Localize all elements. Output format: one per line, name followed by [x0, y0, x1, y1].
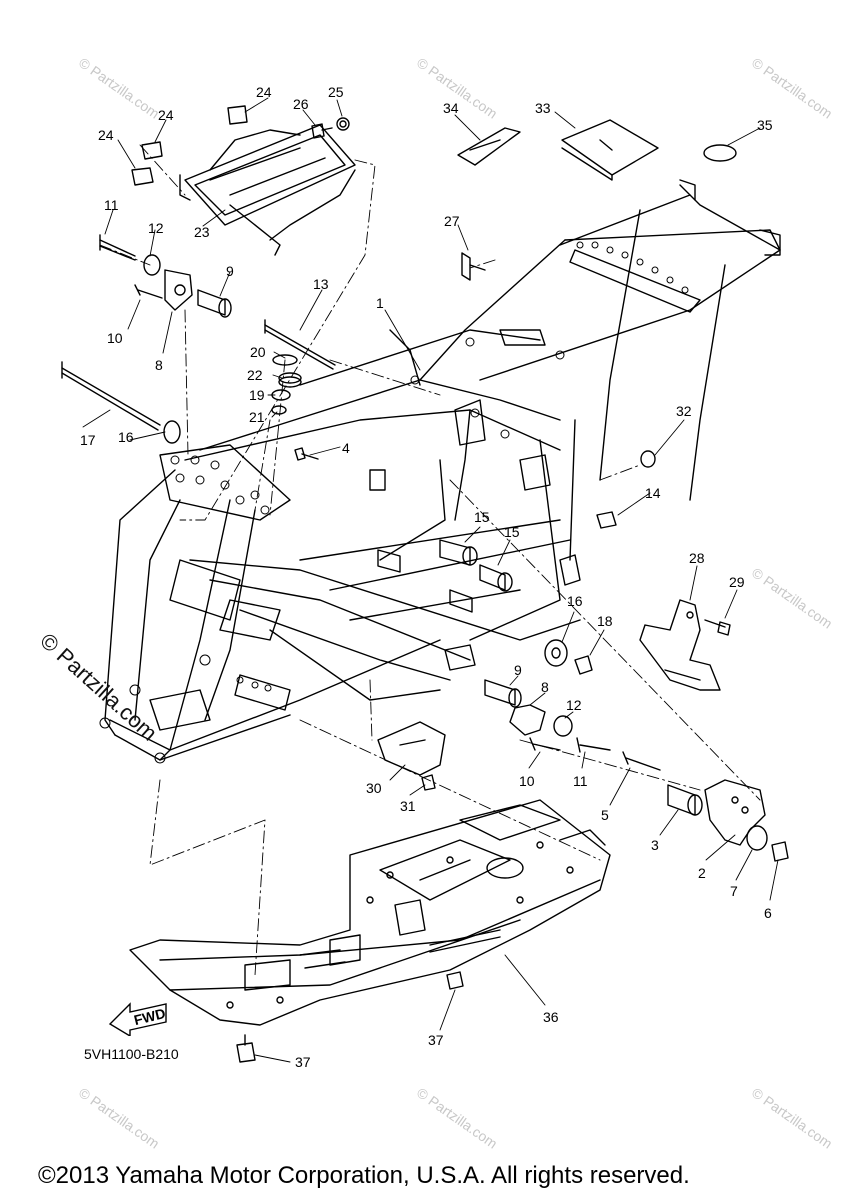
bracket-28 [639, 599, 721, 691]
callout-2: 2 [698, 865, 706, 881]
copyright-notice: ©2013 Yamaha Motor Corporation, U.S.A. A… [38, 1162, 690, 1189]
callout-10-right: 10 [519, 773, 535, 789]
callout-12-top: 12 [148, 220, 164, 236]
callout-4: 4 [342, 440, 350, 456]
callout-24-top: 24 [256, 84, 272, 100]
callout-28: 28 [689, 550, 705, 566]
clips-24 [131, 105, 248, 186]
washer-16-nut-18 [544, 639, 593, 675]
callout-19: 19 [249, 387, 265, 403]
engine-mount-2-3-5-6-7 [622, 751, 789, 862]
callout-5: 5 [601, 807, 609, 823]
forward-arrow-icon: FWD [108, 1002, 167, 1036]
callout-29: 29 [729, 574, 745, 590]
leader-lines [82, 97, 779, 1063]
callout-15-right: 15 [504, 524, 520, 540]
callout-21: 21 [249, 409, 265, 425]
callout-8-top: 8 [155, 357, 163, 373]
callout-33: 33 [535, 100, 551, 116]
rack-bracket-23 [179, 124, 356, 256]
callout-27: 27 [444, 213, 460, 229]
manual-34 [457, 127, 521, 166]
callout-12-right: 12 [566, 697, 582, 713]
rear-mount-hardware [377, 450, 656, 613]
callout-36: 36 [543, 1009, 559, 1025]
callout-8-right: 8 [541, 679, 549, 695]
callout-16-right: 16 [567, 593, 583, 609]
bracket-27 [461, 252, 486, 281]
fwd-label: FWD [132, 1005, 167, 1028]
screw-26-nut-25 [311, 117, 350, 139]
diagram-part-code: 5VH1100-B210 [84, 1046, 179, 1062]
envelope-33 [561, 119, 659, 181]
callout-7: 7 [730, 883, 738, 899]
bracket-30 [377, 721, 446, 791]
callout-31: 31 [400, 798, 416, 814]
main-frame [104, 179, 781, 761]
reference-lines [99, 144, 761, 976]
callout-23: 23 [194, 224, 210, 240]
callout-14: 14 [645, 485, 661, 501]
callout-6: 6 [764, 905, 772, 921]
front-mount-hardware [61, 234, 336, 461]
callout-1: 1 [376, 295, 384, 311]
bolts-37 [236, 971, 464, 1063]
callout-22: 22 [247, 367, 263, 383]
callout-34: 34 [443, 100, 459, 116]
callout-37-right: 37 [428, 1032, 444, 1048]
callout-9-right: 9 [514, 662, 522, 678]
o-ring-35 [703, 144, 737, 162]
callout-9-top: 9 [226, 263, 234, 279]
callout-16-left: 16 [118, 429, 134, 445]
callout-18: 18 [597, 613, 613, 629]
callout-20: 20 [250, 344, 266, 360]
callout-30: 30 [366, 780, 382, 796]
skid-plate-36 [129, 799, 611, 1026]
callout-35: 35 [757, 117, 773, 133]
callout-37-bottom: 37 [295, 1054, 311, 1070]
callout-10-top: 10 [107, 330, 123, 346]
callout-11-right: 11 [573, 773, 588, 789]
bolt-29 [704, 619, 731, 636]
callout-32: 32 [676, 403, 692, 419]
callout-24-mid: 24 [158, 107, 174, 123]
callout-26: 26 [293, 96, 309, 112]
callout-15-left: 15 [474, 509, 490, 525]
callout-24-left: 24 [98, 127, 114, 143]
callout-17: 17 [80, 432, 96, 448]
callout-25: 25 [328, 84, 344, 100]
callout-3: 3 [651, 837, 659, 853]
frame-holes [99, 241, 689, 764]
callout-11-top: 11 [104, 197, 119, 213]
callout-13: 13 [313, 276, 329, 292]
callout-labels: 1 2 3 4 5 6 7 8 8 9 9 10 10 11 11 12 12 … [80, 84, 773, 1070]
